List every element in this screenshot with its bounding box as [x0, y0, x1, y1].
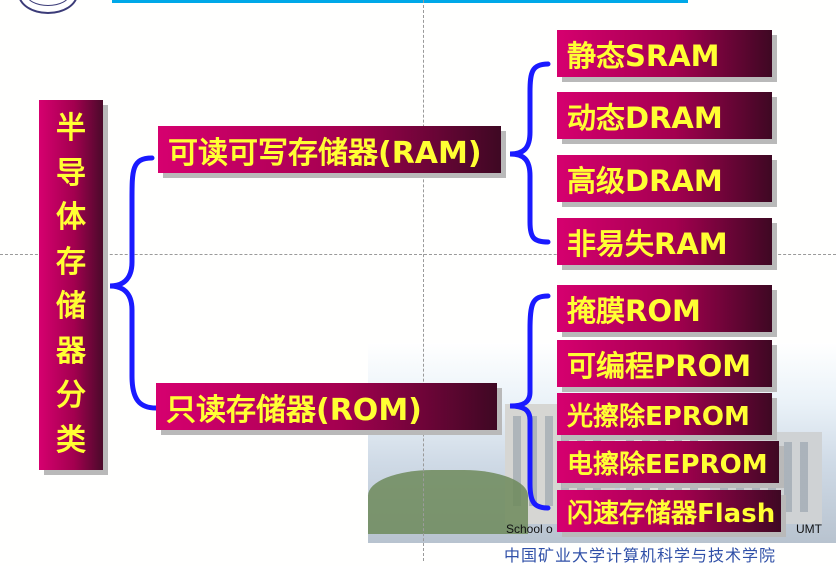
guide-line-vertical [423, 0, 424, 561]
root-char: 导 [56, 155, 86, 191]
ram-item-dram: 动态DRAM [557, 92, 772, 139]
trees [368, 470, 528, 534]
rom-item-flash: 闪速存储器Flash [557, 490, 781, 532]
root-brace [109, 155, 159, 411]
ram-item-sram: 静态SRAM [557, 30, 772, 77]
root-char: 半 [56, 111, 86, 147]
leaf-label: 静态SRAM [567, 38, 720, 73]
leaf-label: 高级DRAM [567, 163, 723, 198]
rom-item-eprom: 光擦除EPROM [557, 393, 772, 435]
root-char: 体 [56, 200, 86, 236]
rom-item-eeprom: 电擦除EEPROM [557, 441, 779, 483]
ram-item-advanced-dram: 高级DRAM [557, 155, 772, 202]
rom-item-mask-rom: 掩膜ROM [557, 285, 772, 332]
root-char: 分 [56, 378, 86, 414]
ram-brace [509, 61, 551, 245]
root-char: 储 [56, 289, 86, 325]
root-node: 半 导 体 存 储 器 分 类 [39, 100, 103, 470]
leaf-label: 可编程PROM [567, 348, 752, 383]
leaf-label: 掩膜ROM [567, 293, 701, 328]
leaf-label: 电擦除EEPROM [567, 449, 768, 480]
leaf-label: 非易失RAM [567, 226, 728, 261]
header-rule [112, 0, 688, 3]
root-char: 存 [56, 244, 86, 280]
leaf-label: 光擦除EPROM [567, 401, 750, 432]
root-char: 器 [56, 333, 86, 369]
leaf-label: 动态DRAM [567, 100, 723, 135]
guide-line-horizontal [0, 254, 836, 255]
rom-item-prom: 可编程PROM [557, 340, 772, 387]
rom-category: 只读存储器(ROM) [156, 383, 497, 430]
ram-category: 可读可写存储器(RAM) [158, 126, 501, 173]
leaf-label: 闪速存储器Flash [567, 498, 776, 529]
rom-category-label: 只读存储器(ROM) [166, 392, 422, 428]
ram-category-label: 可读可写存储器(RAM) [168, 135, 482, 171]
root-char: 类 [56, 422, 86, 458]
footer-chinese: 中国矿业大学计算机科学与技术学院 [504, 546, 777, 565]
footer-english-left: School o [506, 522, 553, 536]
footer-english-right: UMT [796, 522, 822, 536]
ram-item-nvram: 非易失RAM [557, 218, 772, 265]
rom-brace [509, 293, 551, 511]
